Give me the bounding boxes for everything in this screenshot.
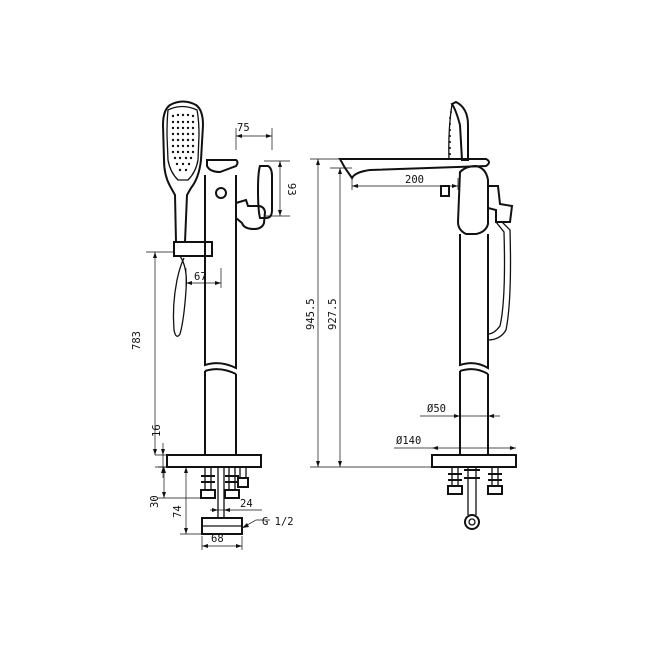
side-fixings	[447, 467, 503, 530]
dim-label-68: 68	[211, 533, 224, 545]
shower-hose	[172, 255, 188, 337]
mixer-body	[456, 164, 489, 235]
side-base	[431, 454, 517, 468]
dim-200: 200	[351, 174, 459, 190]
hand-shower-side	[450, 100, 469, 161]
dim-dia-140: Ø140	[394, 435, 516, 450]
dim-30: 30	[149, 466, 200, 508]
main-column	[204, 175, 237, 370]
nozzle-grid	[171, 113, 195, 172]
nozzle-ticks	[449, 111, 452, 155]
dim-68: 68	[201, 533, 243, 550]
dim-label-dia-140: Ø140	[396, 435, 421, 447]
side-column	[459, 234, 489, 370]
dim-label-200: 200	[405, 174, 424, 186]
dim-67: 67	[185, 268, 222, 288]
spout	[338, 158, 490, 180]
thread-callout: G 1/2	[241, 516, 294, 529]
hand-shower	[161, 100, 205, 243]
dim-dia-50: Ø50	[420, 403, 500, 418]
dim-label-67: 67	[194, 271, 207, 283]
dim-label-75: 75	[237, 122, 250, 134]
right-view: 200 945.5 927.5 Ø50 Ø140	[305, 100, 517, 530]
dim-label-927-5: 927.5	[327, 298, 339, 330]
dim-label-24: 24	[240, 498, 253, 510]
dim-label-30: 30	[149, 495, 161, 508]
dim-24: 24	[210, 498, 262, 514]
mixer-cap	[215, 187, 227, 199]
base-plate	[166, 454, 262, 468]
dim-74: 74	[172, 466, 202, 535]
dim-label-783: 783	[131, 331, 143, 350]
dim-945-5: 945.5	[305, 158, 432, 468]
dim-783: 783	[131, 251, 174, 455]
side-hose	[487, 221, 512, 341]
left-view: 75 93 67 783 16 30	[131, 100, 297, 550]
dim-label-74: 74	[172, 505, 184, 518]
dim-label-93: 93	[285, 183, 297, 196]
fixing-legs	[200, 467, 249, 499]
spout-top	[206, 159, 239, 174]
dim-label-945-5: 945.5	[305, 298, 317, 330]
dim-93: 93	[264, 160, 297, 217]
dim-75: 75	[235, 122, 273, 150]
mixer-handle	[235, 198, 267, 231]
dim-927-5: 927.5	[327, 167, 352, 467]
dim-label-16: 16	[151, 424, 163, 437]
dim-label-dia-50: Ø50	[427, 403, 446, 415]
shower-holder	[173, 241, 213, 257]
thread-label: G 1/2	[262, 516, 294, 528]
